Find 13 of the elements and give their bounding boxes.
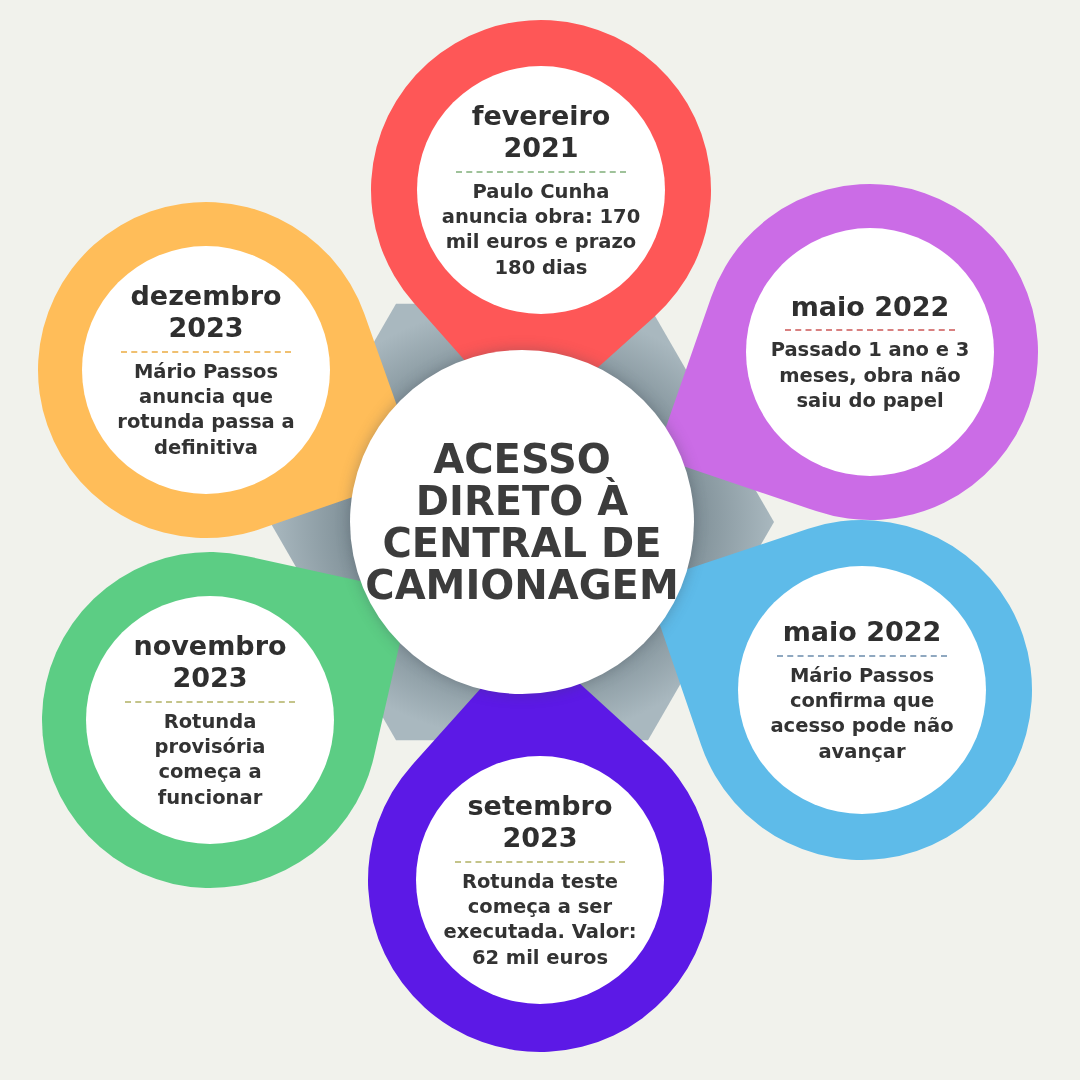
date-heading: dezembro 2023 <box>121 279 291 353</box>
event-description: Mário Passos confirma que acesso pode não avançar <box>769 662 955 764</box>
date-heading: fevereiro 2021 <box>456 99 626 173</box>
event-description: Mário Passos anuncia que rotunda passa a definitiva <box>116 358 296 461</box>
event-description: Passado 1 ano e 3 meses, obra não saiu do papel <box>770 337 970 414</box>
date-heading: setembro 2023 <box>455 789 625 863</box>
event-description: Rotunda teste começa a ser executada. Valor: 62 mil euros <box>442 868 638 971</box>
date-heading: maio 2022 <box>777 616 947 657</box>
event-description: Paulo Cunha anuncia obra: 170 mil euros e prazo 180 dias <box>441 178 641 281</box>
date-heading: novembro 2023 <box>125 629 295 703</box>
date-heading: maio 2022 <box>785 290 955 332</box>
center-title: ACESSO DIRETO À CENTRAL DE CAMIONAGEM <box>365 438 679 606</box>
event-description: Rotunda provisória começa a funcionar <box>153 708 267 811</box>
